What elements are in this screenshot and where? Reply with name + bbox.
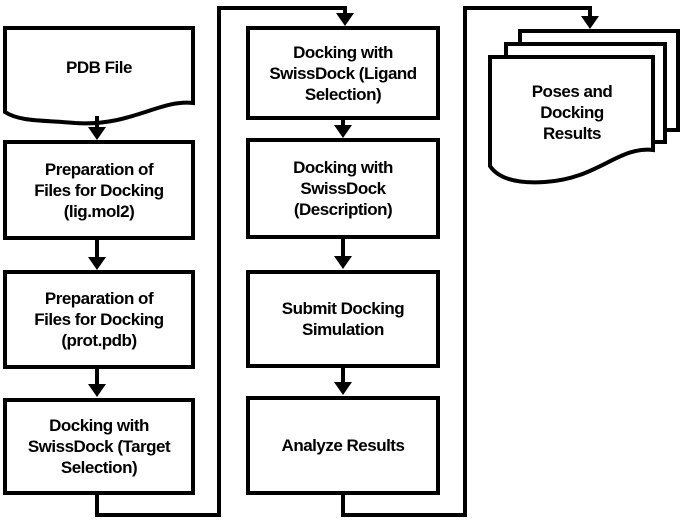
document-shape-poses-front bbox=[488, 55, 655, 185]
connector-target-to-ligand bbox=[95, 6, 347, 517]
node-label: Docking with SwissDock (Target Selection… bbox=[27, 416, 171, 477]
arrowhead-icon bbox=[581, 16, 599, 29]
arrowhead-icon bbox=[88, 257, 106, 270]
node-label: Docking with SwissDock (Ligand Selection… bbox=[269, 42, 417, 104]
arrow-shafts bbox=[95, 6, 592, 517]
node-pdb-file: PDB File bbox=[5, 30, 193, 105]
node-label: Poses and Docking Results bbox=[531, 82, 613, 143]
node-label: Preparation of Files for Docking (prot.p… bbox=[34, 289, 164, 350]
node-preparation-lig-mol2: Preparation of Files for Docking (lig.mo… bbox=[3, 140, 195, 240]
node-docking-description: Docking with SwissDock (Description) bbox=[246, 138, 440, 239]
node-docking-ligand-selection: Docking with SwissDock (Ligand Selection… bbox=[246, 26, 440, 120]
node-preparation-prot-pdb: Preparation of Files for Docking (prot.p… bbox=[3, 270, 195, 369]
document-shape-pdb-file bbox=[3, 26, 195, 126]
node-label: PDB File bbox=[66, 58, 132, 77]
arrow-heads bbox=[88, 13, 599, 397]
arrowhead-icon bbox=[88, 127, 106, 140]
node-label: Submit Docking Simulation bbox=[281, 299, 405, 339]
arrowhead-icon bbox=[88, 384, 106, 397]
arrowhead-icon bbox=[334, 382, 352, 395]
node-submit-docking-simulation: Submit Docking Simulation bbox=[246, 270, 440, 368]
arrowhead-icon bbox=[336, 13, 354, 26]
node-label: Docking with SwissDock (Description) bbox=[293, 158, 393, 219]
node-label: Analyze Results bbox=[281, 436, 405, 455]
node-label: Preparation of Files for Docking (lig.mo… bbox=[34, 159, 164, 221]
arrowhead-icon bbox=[334, 256, 352, 269]
node-docking-target-selection: Docking with SwissDock (Target Selection… bbox=[3, 398, 195, 495]
arrowhead-icon bbox=[334, 125, 352, 138]
connector-analyze-to-poses bbox=[341, 6, 592, 517]
node-poses-and-docking-results: Poses and Docking Results bbox=[492, 60, 652, 165]
node-analyze-results: Analyze Results bbox=[246, 396, 440, 495]
